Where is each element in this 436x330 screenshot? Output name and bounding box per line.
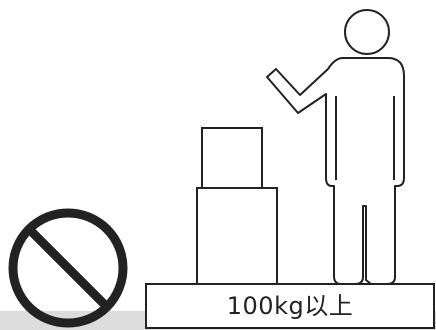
upper-box bbox=[202, 128, 262, 188]
stacked-boxes-icon bbox=[197, 128, 277, 284]
platform-weight-label: 100kg以上 bbox=[146, 284, 434, 328]
person-head bbox=[345, 10, 389, 54]
lower-box bbox=[197, 188, 277, 284]
person-pointing-icon bbox=[267, 10, 404, 284]
prohibition-icon bbox=[13, 213, 123, 323]
